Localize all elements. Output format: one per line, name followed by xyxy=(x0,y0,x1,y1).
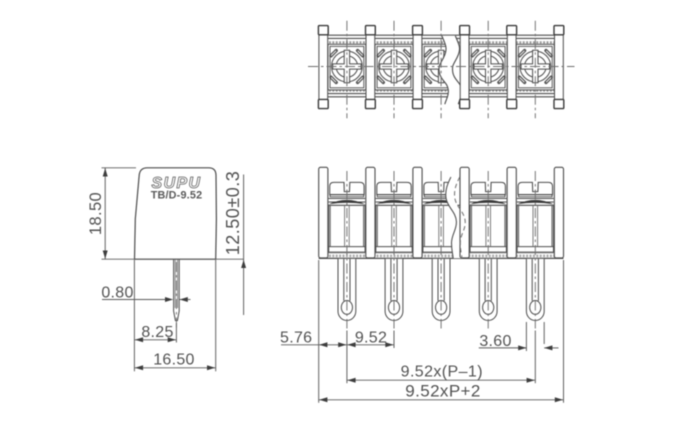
svg-text:16.50: 16.50 xyxy=(153,351,195,368)
svg-text:12.50±0.3: 12.50±0.3 xyxy=(223,171,243,255)
svg-text:SUPU: SUPU xyxy=(152,175,202,192)
svg-text:TB/D-9.52: TB/D-9.52 xyxy=(151,190,203,202)
svg-text:9.52xP+2: 9.52xP+2 xyxy=(405,382,481,401)
svg-text:3.60: 3.60 xyxy=(479,333,511,350)
svg-text:5.76: 5.76 xyxy=(280,330,312,347)
svg-text:8.25: 8.25 xyxy=(141,324,173,341)
svg-text:9.52x(P–1): 9.52x(P–1) xyxy=(401,364,483,381)
svg-text:9.52: 9.52 xyxy=(355,330,387,347)
svg-text:18.50: 18.50 xyxy=(87,192,105,235)
svg-text:0.80: 0.80 xyxy=(101,284,133,301)
